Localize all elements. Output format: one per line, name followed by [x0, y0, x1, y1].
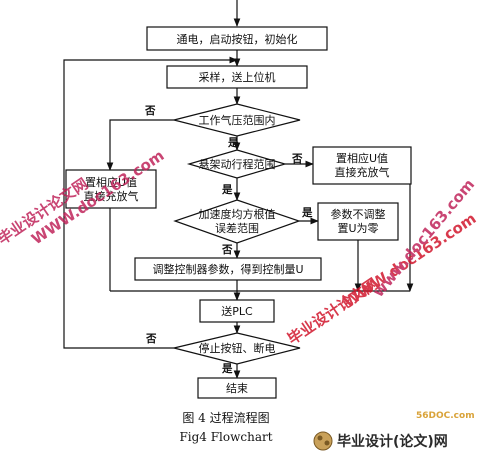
- node-adjust: [134, 257, 322, 281]
- node-left-set-u: [65, 169, 157, 209]
- label-pressure-check: 工作气压范围内: [199, 113, 276, 127]
- label-set-u-direct: 置相应U值直接充放气: [335, 151, 390, 179]
- label-power-on: 通电，启动按钮，初始化: [177, 32, 298, 46]
- node-set-u-direct: [312, 146, 412, 185]
- logo-emblem-icon: [313, 431, 333, 451]
- node-frame-check: [186, 149, 288, 179]
- node-sample: [166, 65, 308, 89]
- node-end: [197, 377, 277, 399]
- edge-label-frame-yes: 是: [221, 184, 233, 196]
- node-params-unchanged: [317, 202, 399, 241]
- label-sample: 采样，送上位机: [199, 70, 276, 84]
- label-accel-check: 加速度均方根值误差范围: [199, 207, 276, 235]
- node-pressure-check: [173, 103, 301, 137]
- logo-text: 毕业设计(论文)网: [337, 433, 448, 450]
- label-send-plc: 送PLC: [221, 304, 253, 318]
- label-frame-check: 悬架动行程范围: [199, 157, 276, 171]
- edge-label-accel-yes: 是: [301, 207, 313, 219]
- edge-label-stop-yes: 是: [221, 363, 233, 375]
- node-accel-check: [173, 199, 301, 244]
- edge-label-pressure-yes: 是: [227, 137, 239, 149]
- label-left-set-u: 置相应U值直接充放气: [84, 175, 139, 203]
- edge-label-frame-no: 否: [291, 153, 303, 165]
- figure-caption-cn: 图 4 过程流程图: [182, 410, 269, 425]
- label-end: 结束: [226, 382, 248, 395]
- edge-label-accel-no: 否: [221, 244, 233, 256]
- node-power-on: [146, 26, 328, 51]
- figure-caption-en: Fig4 Flowchart: [179, 430, 272, 444]
- site-logo: 56DOC.com 毕业设计(论文)网: [313, 411, 475, 451]
- node-send-plc: [199, 299, 275, 323]
- node-stop-check: [173, 332, 301, 365]
- edge-stop-no-loop: [63, 56, 238, 349]
- label-stop-check: 停止按钮、断电: [199, 341, 276, 355]
- label-adjust: 调整控制器参数，得到控制量U: [152, 262, 303, 276]
- label-params-unchanged: 参数不调整置U为零: [331, 207, 386, 235]
- edge-pressure-no: [106, 119, 174, 171]
- edge-label-pressure-no: 否: [144, 105, 156, 117]
- logo-url: 56DOC.com: [416, 411, 475, 421]
- edge-label-stop-no: 否: [145, 333, 157, 345]
